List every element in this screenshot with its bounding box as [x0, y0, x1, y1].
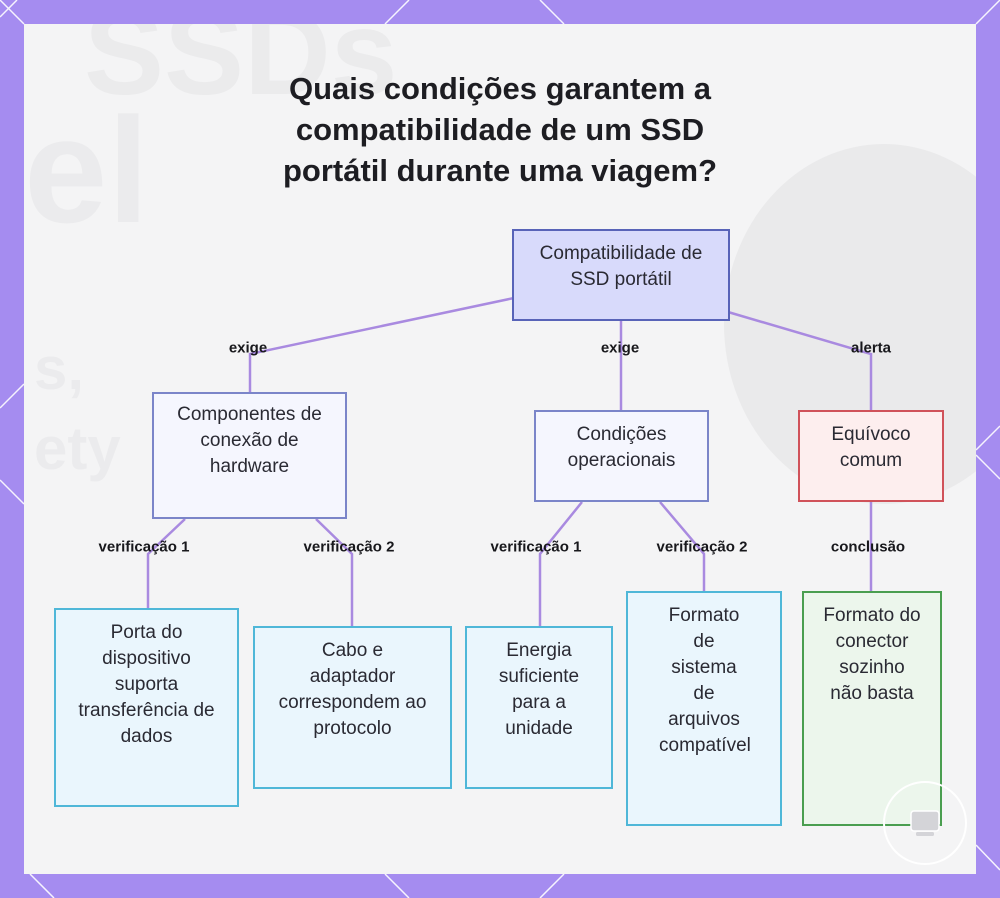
edge-root-hardware	[248, 296, 515, 392]
node-cable-label: Cabo e adaptador correspondem ao protoco…	[278, 640, 427, 739]
edge-hardware-cable	[315, 518, 354, 626]
edge-label-misconception-connector: conclusão	[830, 538, 906, 556]
node-misconception-label: Equívoco comum	[831, 424, 911, 471]
node-root-label: Compatibilidade de SSD portátil	[539, 243, 703, 290]
background-word-ety: ety	[34, 415, 121, 482]
edge-hardware-port	[146, 518, 186, 608]
node-power: Energia suficiente para a unidade	[465, 626, 613, 789]
device-icon	[910, 810, 940, 836]
node-power-label: Energia suficiente para a unidade	[498, 640, 580, 739]
edge-label-hardware-cable: verificação 2	[303, 538, 395, 556]
node-root: Compatibilidade de SSD portátil	[512, 229, 730, 321]
node-misconception: Equívoco comum	[798, 410, 944, 502]
node-filesystem-label: Formato de sistema de arquivos compatíve…	[659, 605, 751, 756]
node-port: Porta do dispositivo suporta transferênc…	[54, 608, 239, 807]
node-hardware-label: Componentes de conexão de hardware	[177, 404, 322, 477]
watermark-logo	[883, 781, 967, 865]
node-hardware: Componentes de conexão de hardware	[152, 392, 347, 519]
background-word-s: s,	[34, 335, 85, 402]
node-port-label: Porta do dispositivo suporta transferênc…	[78, 622, 215, 747]
edge-label-operational-power: verificação 1	[490, 538, 582, 556]
edge-operational-filesystem	[659, 501, 706, 591]
edge-label-operational-filesystem: verificação 2	[656, 538, 748, 556]
background-word-ssds: SSDs	[84, 24, 398, 120]
edge-root-misconception	[727, 310, 873, 410]
edge-label-root-hardware: exige	[228, 339, 268, 357]
edge-label-hardware-port: verificação 1	[98, 538, 190, 556]
node-operational-label: Condições operacionais	[567, 424, 676, 471]
diagram-title: Quais condições garantem a compatibilida…	[282, 71, 718, 188]
node-cable: Cabo e adaptador correspondem ao protoco…	[253, 626, 452, 789]
edge-operational-power	[538, 501, 583, 626]
edge-label-root-operational: exige	[600, 339, 640, 357]
node-operational: Condições operacionais	[534, 410, 709, 502]
node-filesystem: Formato de sistema de arquivos compatíve…	[626, 591, 782, 826]
node-connector-label: Formato do conector sozinho não basta	[823, 605, 921, 704]
edge-label-root-misconception: alerta	[850, 339, 892, 357]
background-word-el: el	[24, 86, 150, 254]
